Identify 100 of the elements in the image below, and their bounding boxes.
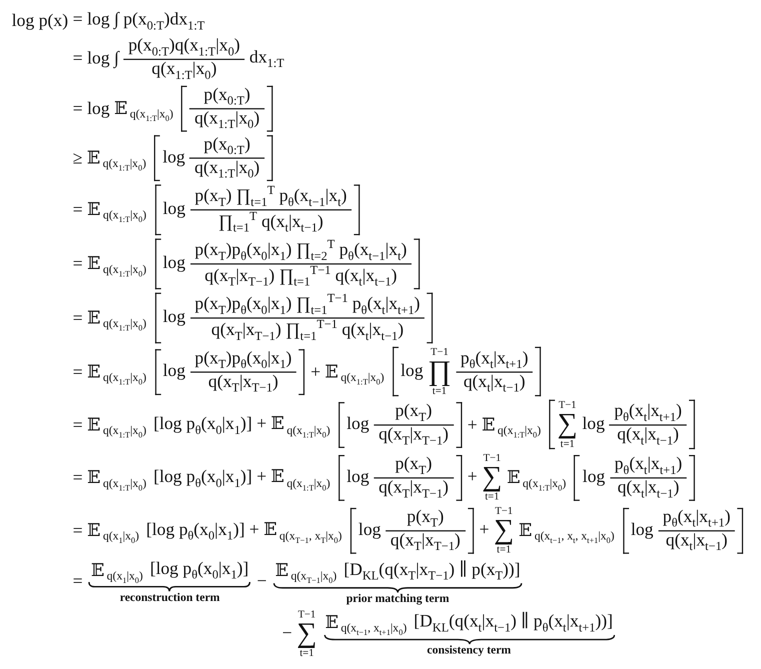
math-expression: = 𝔼: [72, 414, 101, 436]
denominator: q(x$_{t}$|x$_{t−1}$): [463, 372, 526, 394]
numerator: p(x$_{T}$): [406, 507, 444, 530]
math-expression: = 𝔼: [72, 468, 101, 489]
subscript: q(x$_{1:T}$|x$_{0}$): [522, 476, 566, 492]
subscript: q(x$_{1}$|x$_{0}$): [106, 570, 143, 586]
math-expression: log: [162, 200, 186, 220]
denominator: q(x$_{T}$|x$_{T−1}$): [390, 530, 460, 554]
subscript: q(x$_{1:T}$|x$_{0}$): [102, 476, 146, 492]
subscript: q(x$_{t−1}$, x$_{t}$, x$_{t+1}$|x$_{0}$): [534, 530, 614, 545]
math-expression: log: [162, 362, 186, 382]
denominator: q(x$_{1:T}$|x$_{0}$): [194, 109, 260, 132]
operator-symbol: ∏: [428, 357, 452, 386]
numerator: p(x$_{0:T}$): [204, 86, 250, 108]
numerator: p(x$_{0:T}$)q(x$_{1:T}$|x$_{0}$): [128, 36, 240, 59]
numerator: p$_{θ}$(x$_{t}$|x$_{t+1}$): [614, 454, 682, 477]
subscript: q(x$_{T−1}$|x$_{0}$): [290, 570, 337, 586]
limit: T−1: [298, 609, 316, 620]
math-expression: = log ∫: [72, 49, 119, 70]
numerator: p(x$_{T}$) ∏$_{t=1}$$^{T}$ p$_{θ}$(x$_{t−1}$|x$_{t}$): [194, 184, 347, 210]
subscript: q(x$_{1:T}$|x$_{0}$): [102, 370, 146, 386]
math-expression: = 𝔼: [72, 200, 101, 222]
math-expression: 𝔼: [91, 561, 104, 582]
math-expression: +: [467, 467, 478, 488]
limit: t=1: [485, 491, 500, 502]
numerator: p(x$_{T}$): [395, 402, 432, 424]
subscript: q(x$_{1:T}$|x$_{0}$): [102, 209, 146, 225]
denominator: q(x$_{T}$|x$_{T−1}$): [378, 425, 449, 448]
denominator: q(x$_{t}$|x$_{t−1}$): [666, 530, 728, 554]
math-expression: log: [346, 414, 370, 434]
math-expression: log: [400, 362, 424, 382]
math-expression: log: [162, 254, 186, 274]
numerator: p(x$_{T}$)p$_{θ}$(x$_{0}$|x$_{1}$): [194, 348, 292, 371]
term-label: prior matching term: [345, 592, 450, 606]
math-expression: −: [282, 624, 292, 644]
subscript: q(x$_{1:T}$|x$_{0}$): [102, 317, 146, 333]
term-label: consistency term: [426, 644, 512, 658]
term-label: reconstruction term: [118, 591, 221, 604]
operator-symbol: ∑: [494, 516, 514, 544]
subscript: q(x$_{1:T}$|x$_{0}$): [102, 158, 146, 173]
math-expression: log: [162, 308, 186, 328]
math-expression: log: [358, 520, 381, 540]
math-expression: log p(x): [12, 12, 68, 31]
numerator: p$_{θ}$(x$_{t}$|x$_{t+1}$): [662, 507, 730, 530]
math-expression: [log p$_{θ}$(x$_{0}$|x$_{1}$)] + 𝔼: [153, 466, 284, 490]
math-expression: −: [256, 572, 267, 592]
subscript: q(x$_{1:T}$|x$_{0}$): [286, 476, 330, 492]
subscript: q(x$_{1:T}$|x$_{0}$): [130, 108, 174, 124]
numerator: p$_{θ}$(x$_{t}$|x$_{t+1}$): [614, 402, 682, 424]
denominator: q(x$_{T}$|x$_{T−1}$) ∏$_{t=1}$$^{T−1}$ q(x$_{t}$|x$_{t−1}$): [211, 318, 404, 344]
denominator: q(x$_{1:T}$|x$_{0}$): [194, 158, 260, 182]
math-expression: log: [630, 520, 654, 540]
math-expression: = 𝔼: [72, 362, 101, 383]
operator-symbol: ∑: [482, 463, 502, 492]
subscript: q(x$_{1:T}$|x$_{0}$): [286, 424, 330, 440]
subscript: q(x$_{1:T}$|x$_{0}$): [102, 263, 146, 279]
denominator: q(x$_{T}$|x$_{T−1}$): [208, 372, 278, 394]
numerator: p(x$_{T}$): [395, 454, 432, 477]
math-expression: [log p$_{θ}$(x$_{0}$|x$_{1}$)]: [150, 560, 249, 582]
math-expression: =: [72, 572, 83, 592]
math-expression: = log 𝔼: [72, 98, 128, 120]
math-expression: dx$_{1:T}$: [249, 48, 284, 71]
limit: t=1: [496, 544, 511, 555]
math-expression: = 𝔼: [72, 254, 101, 276]
denominator: q(x$_{t}$|x$_{t−1}$): [617, 478, 680, 500]
denominator: ∏$_{t=1}$$^{T}$ q(x$_{t}$|x$_{t−1}$): [218, 210, 324, 236]
math-expression: = 𝔼: [72, 308, 101, 330]
math-expression: ≥ 𝔼: [72, 148, 100, 170]
numerator: p$_{θ}$(x$_{t}$|x$_{t+1}$): [460, 348, 528, 371]
subscript: q(x$_{1}$|x$_{0}$): [102, 530, 140, 545]
limit: t=1: [300, 648, 314, 658]
math-expression: 𝔼: [325, 612, 339, 634]
subscript: q(x$_{1:T}$|x$_{0}$): [102, 424, 146, 440]
denominator: q(x$_{T}$|x$_{T−1}$): [378, 478, 449, 500]
numerator: p(x$_{T}$)p$_{θ}$(x$_{0}$|x$_{1}$) ∏$_{t=2}$$^{T}$ p$_{θ}$(x$_{t−1}$|x$_{t}$): [194, 238, 407, 264]
limit: T−1: [483, 452, 501, 464]
denominator: q(x$_{T}$|x$_{T−1}$) ∏$_{t=1}$$^{T−1}$ q(x$_{t}$|x$_{t−1}$): [204, 264, 398, 290]
numerator: p(x$_{0:T}$): [204, 135, 250, 158]
math-expression: = log ∫ p(x$_{0:T}$)dx$_{1:T}$: [72, 10, 205, 33]
math-expression: [D$_{KL}$(q(x$_{t}$|x$_{t−1}$) ∥ p$_{θ}$(x$_{t}$|x$_{t+1}$))]: [414, 610, 613, 635]
math-expression: [log p$_{θ}$(x$_{0}$|x$_{1}$)] + 𝔼: [146, 519, 278, 543]
math-expression: = 𝔼: [72, 520, 101, 542]
math-expression: log: [162, 148, 186, 168]
math-expression: log: [346, 467, 370, 488]
math-expression: +: [479, 520, 490, 540]
limit: t=1: [432, 386, 447, 396]
subscript: q(x$_{1:T}$|x$_{0}$): [340, 370, 384, 386]
math-expression: log: [582, 467, 606, 488]
limit: T−1: [495, 506, 513, 516]
math-expression: log: [582, 414, 605, 434]
limit: t=1: [560, 438, 575, 450]
math-expression: 𝔼: [275, 561, 289, 582]
math-expression: + 𝔼: [467, 414, 496, 436]
operator-symbol: ∑: [557, 410, 578, 439]
math-expression: 𝔼: [506, 468, 520, 489]
math-expression: [log p$_{θ}$(x$_{0}$|x$_{1}$)] + 𝔼: [153, 413, 284, 437]
denominator: q(x$_{1:T}$|x$_{0}$): [152, 60, 217, 82]
subscript: q(x$_{T−1}$, x$_{T}$|x$_{0}$): [279, 530, 342, 545]
subscript: q(x$_{1:T}$|x$_{0}$): [498, 424, 541, 440]
numerator: p(x$_{T}$)p$_{θ}$(x$_{0}$|x$_{1}$) ∏$_{t=1}$$^{T−1}$ p$_{θ}$(x$_{t}$|x$_{t+1}$): [194, 292, 420, 318]
